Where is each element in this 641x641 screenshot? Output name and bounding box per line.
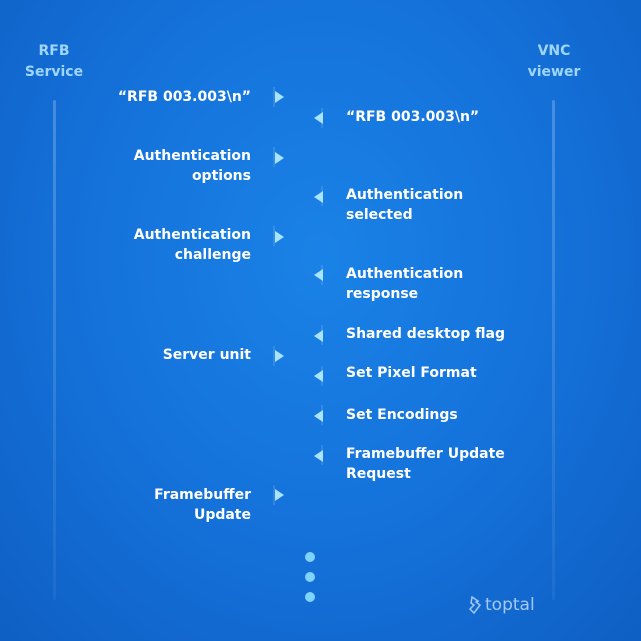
arrow-left-icon — [314, 450, 323, 462]
header-line: viewer — [527, 64, 581, 80]
continuation-dot — [305, 552, 315, 562]
message-authentication-options: Authentication options — [134, 147, 251, 186]
message-line: Set Encodings — [346, 407, 458, 423]
arrow-right-icon — [275, 489, 284, 501]
message-line: Update — [193, 506, 251, 523]
arrow-right-icon — [275, 91, 284, 103]
message-line: Server unit — [162, 347, 251, 363]
message-line: Authentication — [346, 266, 464, 282]
message-shared-desktop-flag: Shared desktop flag — [346, 325, 505, 345]
message-line: Set Pixel Format — [346, 365, 477, 381]
arrow-stem — [273, 226, 275, 246]
message-line: selected — [346, 206, 413, 223]
message-set-encodings: Set Encodings — [346, 406, 458, 426]
arrow-left-icon — [314, 410, 323, 422]
rfb-service-lifeline — [53, 100, 56, 600]
continuation-dot — [305, 572, 315, 582]
message-line: response — [346, 285, 419, 302]
message-line: Shared desktop flag — [346, 326, 506, 342]
continuation-dot — [305, 592, 315, 602]
arrow-left-icon — [314, 112, 323, 124]
message-framebuffer-update: Framebuffer Update — [154, 486, 251, 525]
arrow-stem — [273, 485, 275, 505]
message-authentication-challenge: Authentication challenge — [134, 226, 251, 265]
header-line: VNC — [537, 43, 571, 59]
arrow-left-icon — [314, 370, 323, 382]
message-line: “RFB 003.003\n” — [117, 89, 251, 105]
header-line: RFB — [38, 43, 70, 59]
message-line: options — [191, 167, 251, 184]
toptal-mark-icon — [468, 596, 482, 614]
header-line: Service — [24, 64, 84, 80]
rfb-service-header: RFB Service — [0, 41, 114, 83]
message-authentication-response: Authentication response — [346, 265, 463, 304]
message-authentication-selected: Authentication selected — [346, 186, 463, 225]
message-framebuffer-update-request: Framebuffer Update Request — [346, 445, 505, 484]
message-line: Authentication — [346, 187, 464, 203]
message-line: challenge — [174, 246, 251, 263]
arrow-left-icon — [314, 191, 323, 203]
message-line: Authentication — [133, 227, 251, 243]
message-server-unit: Server unit — [163, 346, 251, 366]
arrow-stem — [273, 87, 275, 107]
message-line: “RFB 003.003\n” — [346, 109, 480, 125]
arrow-right-icon — [275, 231, 284, 243]
message-rfb-version-server: “RFB 003.003\n” — [118, 88, 251, 108]
arrow-left-icon — [314, 269, 323, 281]
toptal-logo: toptal — [468, 595, 535, 615]
logo-text: toptal — [485, 595, 535, 615]
arrow-right-icon — [275, 350, 284, 362]
message-line: Request — [346, 465, 411, 482]
arrow-left-icon — [314, 330, 323, 342]
arrow-stem — [273, 346, 275, 366]
message-line: Framebuffer Update — [346, 446, 505, 462]
arrow-stem — [273, 147, 275, 167]
message-set-pixel-format: Set Pixel Format — [346, 364, 477, 384]
message-line: Authentication — [133, 148, 251, 164]
message-line: Framebuffer — [154, 487, 251, 503]
message-rfb-version-viewer: “RFB 003.003\n” — [346, 108, 479, 128]
arrow-right-icon — [275, 152, 284, 164]
vnc-viewer-header: VNC viewer — [494, 41, 614, 83]
vnc-viewer-lifeline — [552, 100, 555, 600]
